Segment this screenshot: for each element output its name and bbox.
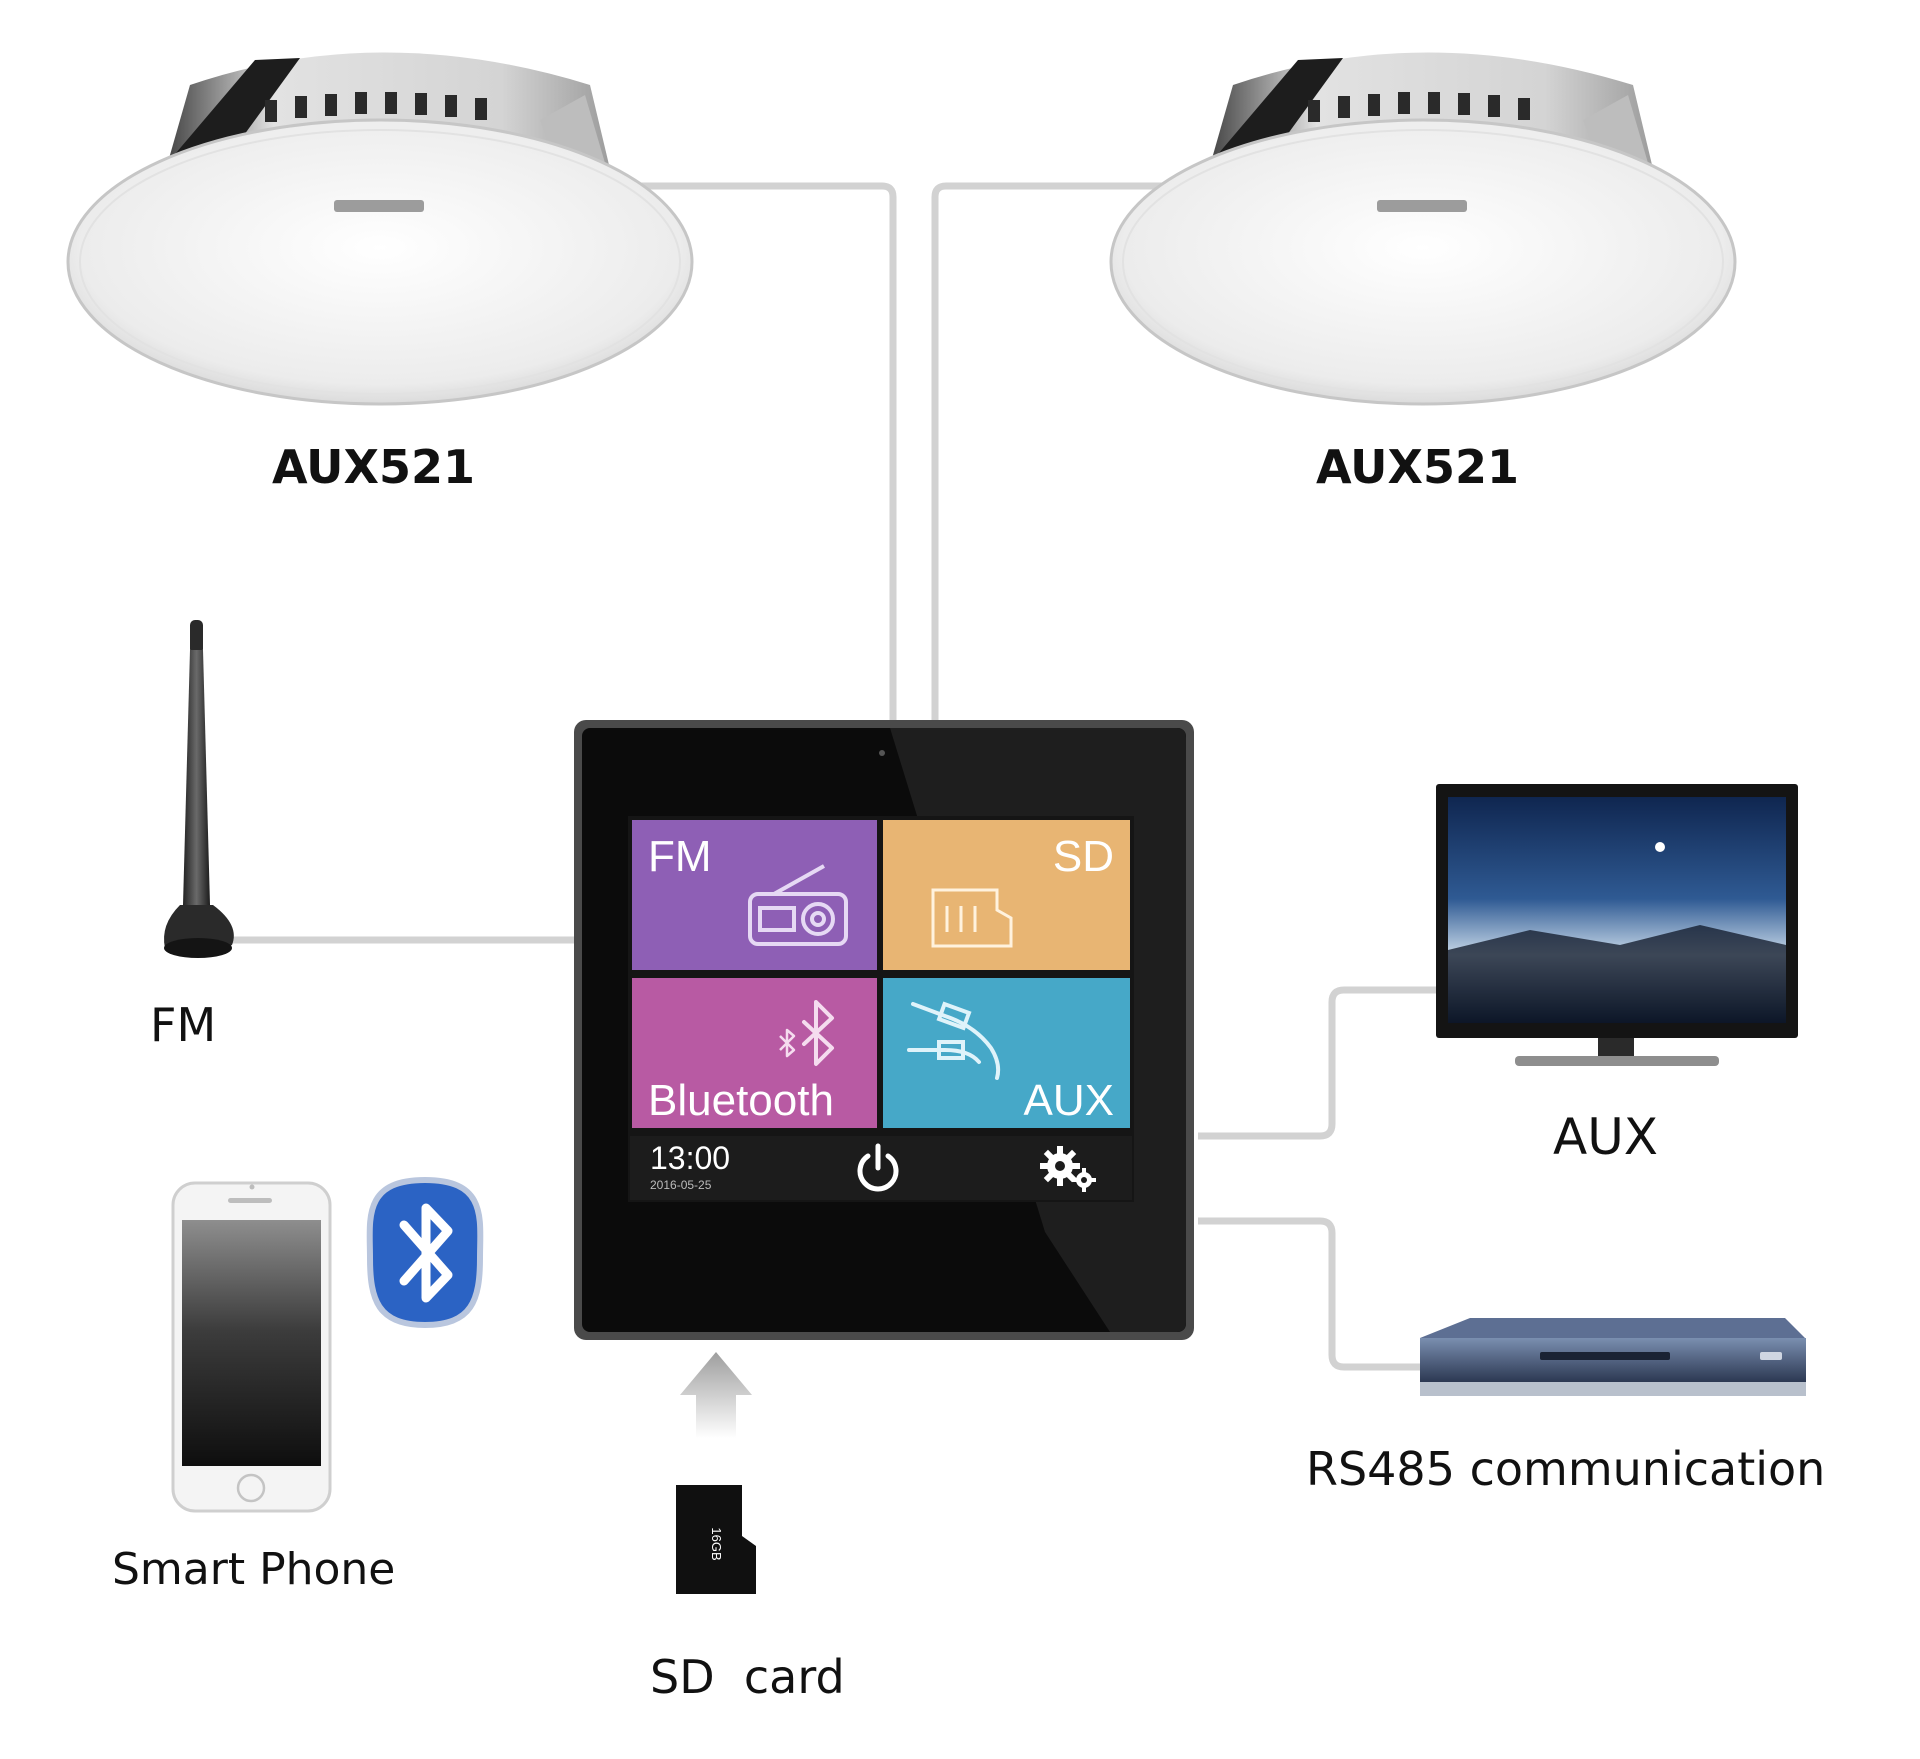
fm-antenna	[164, 620, 234, 958]
insert-arrow	[680, 1352, 752, 1438]
smart-phone	[171, 1181, 332, 1513]
line-rs485	[1198, 1217, 1432, 1371]
smart-phone-label: Smart Phone	[112, 1544, 396, 1595]
ceiling-speaker-right	[1109, 52, 1737, 406]
tile-sd-label: SD	[1052, 832, 1114, 881]
tile-fm[interactable]: FM	[632, 820, 877, 970]
aux-label: AUX	[1553, 1108, 1659, 1166]
connector-lines	[232, 182, 1437, 1371]
ceiling-speaker-left	[66, 52, 694, 406]
sd-card-capacity: 16GB	[709, 1527, 724, 1560]
line-speaker-right	[931, 182, 1186, 720]
tile-bluetooth[interactable]: Bluetooth	[632, 978, 877, 1128]
speaker-right-label: AUX521	[1316, 440, 1520, 494]
micro-sd-card: 16GB	[676, 1485, 756, 1594]
line-speaker-left	[640, 182, 897, 720]
line-aux-tv	[1198, 986, 1437, 1140]
panel-screen: FM SD	[630, 818, 1132, 1200]
power-icon[interactable]	[852, 1142, 904, 1194]
speaker-left-label: AUX521	[272, 440, 476, 494]
tile-fm-label: FM	[648, 832, 712, 881]
tv-monitor	[1436, 784, 1798, 1066]
fm-antenna-label: FM	[150, 998, 217, 1052]
tile-bluetooth-label: Bluetooth	[648, 1076, 834, 1125]
bluetooth-logo	[366, 1176, 484, 1329]
audio-cable-icon	[907, 1001, 1001, 1080]
settings-gear-icon[interactable]	[1038, 1144, 1100, 1194]
clock-date: 2016-05-25	[650, 1178, 712, 1192]
bluetooth-icon	[779, 1000, 834, 1066]
tile-sd[interactable]: SD	[883, 820, 1130, 970]
rs485-device	[1420, 1318, 1806, 1396]
rs485-label: RS485 communication	[1306, 1442, 1826, 1496]
sd-card-label: SD card	[650, 1650, 845, 1704]
radio-icon	[748, 864, 848, 946]
tile-aux[interactable]: AUX	[883, 978, 1130, 1128]
clock-time: 13:00	[650, 1140, 731, 1176]
micro-sd-icon	[931, 888, 1013, 948]
status-bar: 13:00 2016-05-25	[630, 1136, 1132, 1200]
tile-aux-label: AUX	[1023, 1076, 1114, 1125]
